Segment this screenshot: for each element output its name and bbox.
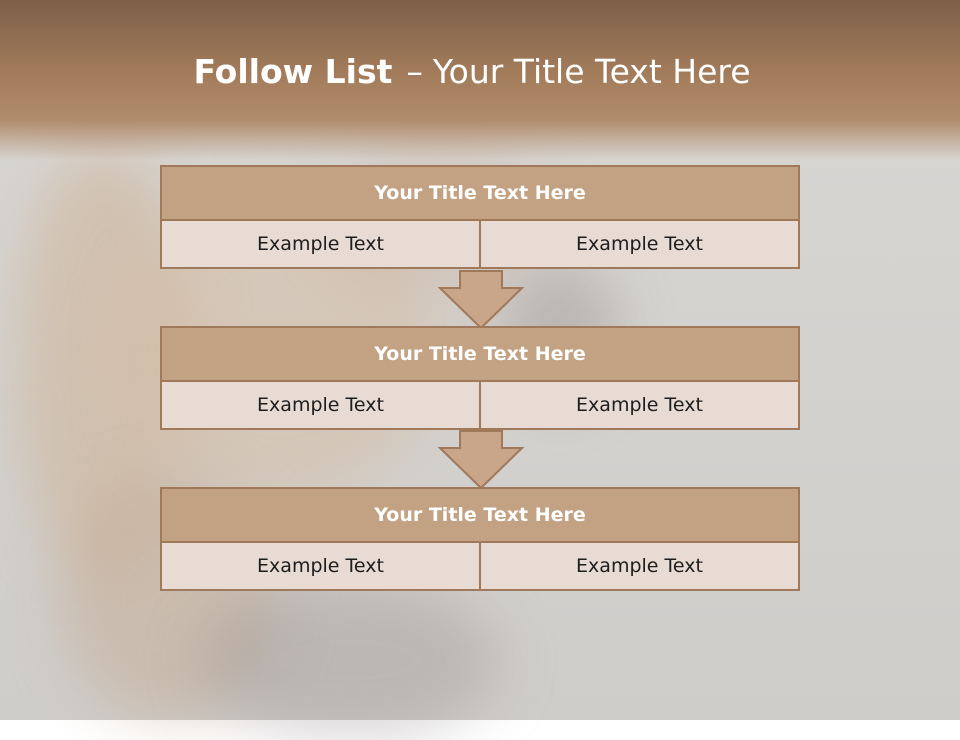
step-block-1: Your Title Text Here Example Text Exampl… xyxy=(160,165,800,269)
title-band xyxy=(0,0,960,160)
down-arrow-icon xyxy=(438,430,524,490)
down-arrow-icon xyxy=(438,270,524,330)
step-row: Example Text Example Text xyxy=(160,541,800,591)
background-photo-figure xyxy=(200,580,500,740)
step-title[interactable]: Your Title Text Here xyxy=(160,165,800,221)
step-cell-right[interactable]: Example Text xyxy=(479,541,800,591)
step-title[interactable]: Your Title Text Here xyxy=(160,487,800,543)
step-cell-right[interactable]: Example Text xyxy=(479,219,800,269)
slide-title: Follow List–Your Title Text Here xyxy=(0,52,944,91)
slide-title-rest: Your Title Text Here xyxy=(432,52,751,91)
step-row: Example Text Example Text xyxy=(160,380,800,430)
step-cell-left[interactable]: Example Text xyxy=(160,380,481,430)
step-cell-left[interactable]: Example Text xyxy=(160,219,481,269)
step-block-2: Your Title Text Here Example Text Exampl… xyxy=(160,326,800,430)
step-title[interactable]: Your Title Text Here xyxy=(160,326,800,382)
step-block-3: Your Title Text Here Example Text Exampl… xyxy=(160,487,800,591)
slide-title-dash: – xyxy=(406,52,423,91)
step-cell-left[interactable]: Example Text xyxy=(160,541,481,591)
step-cell-right[interactable]: Example Text xyxy=(479,380,800,430)
slide-title-bold: Follow List xyxy=(193,52,393,91)
step-row: Example Text Example Text xyxy=(160,219,800,269)
